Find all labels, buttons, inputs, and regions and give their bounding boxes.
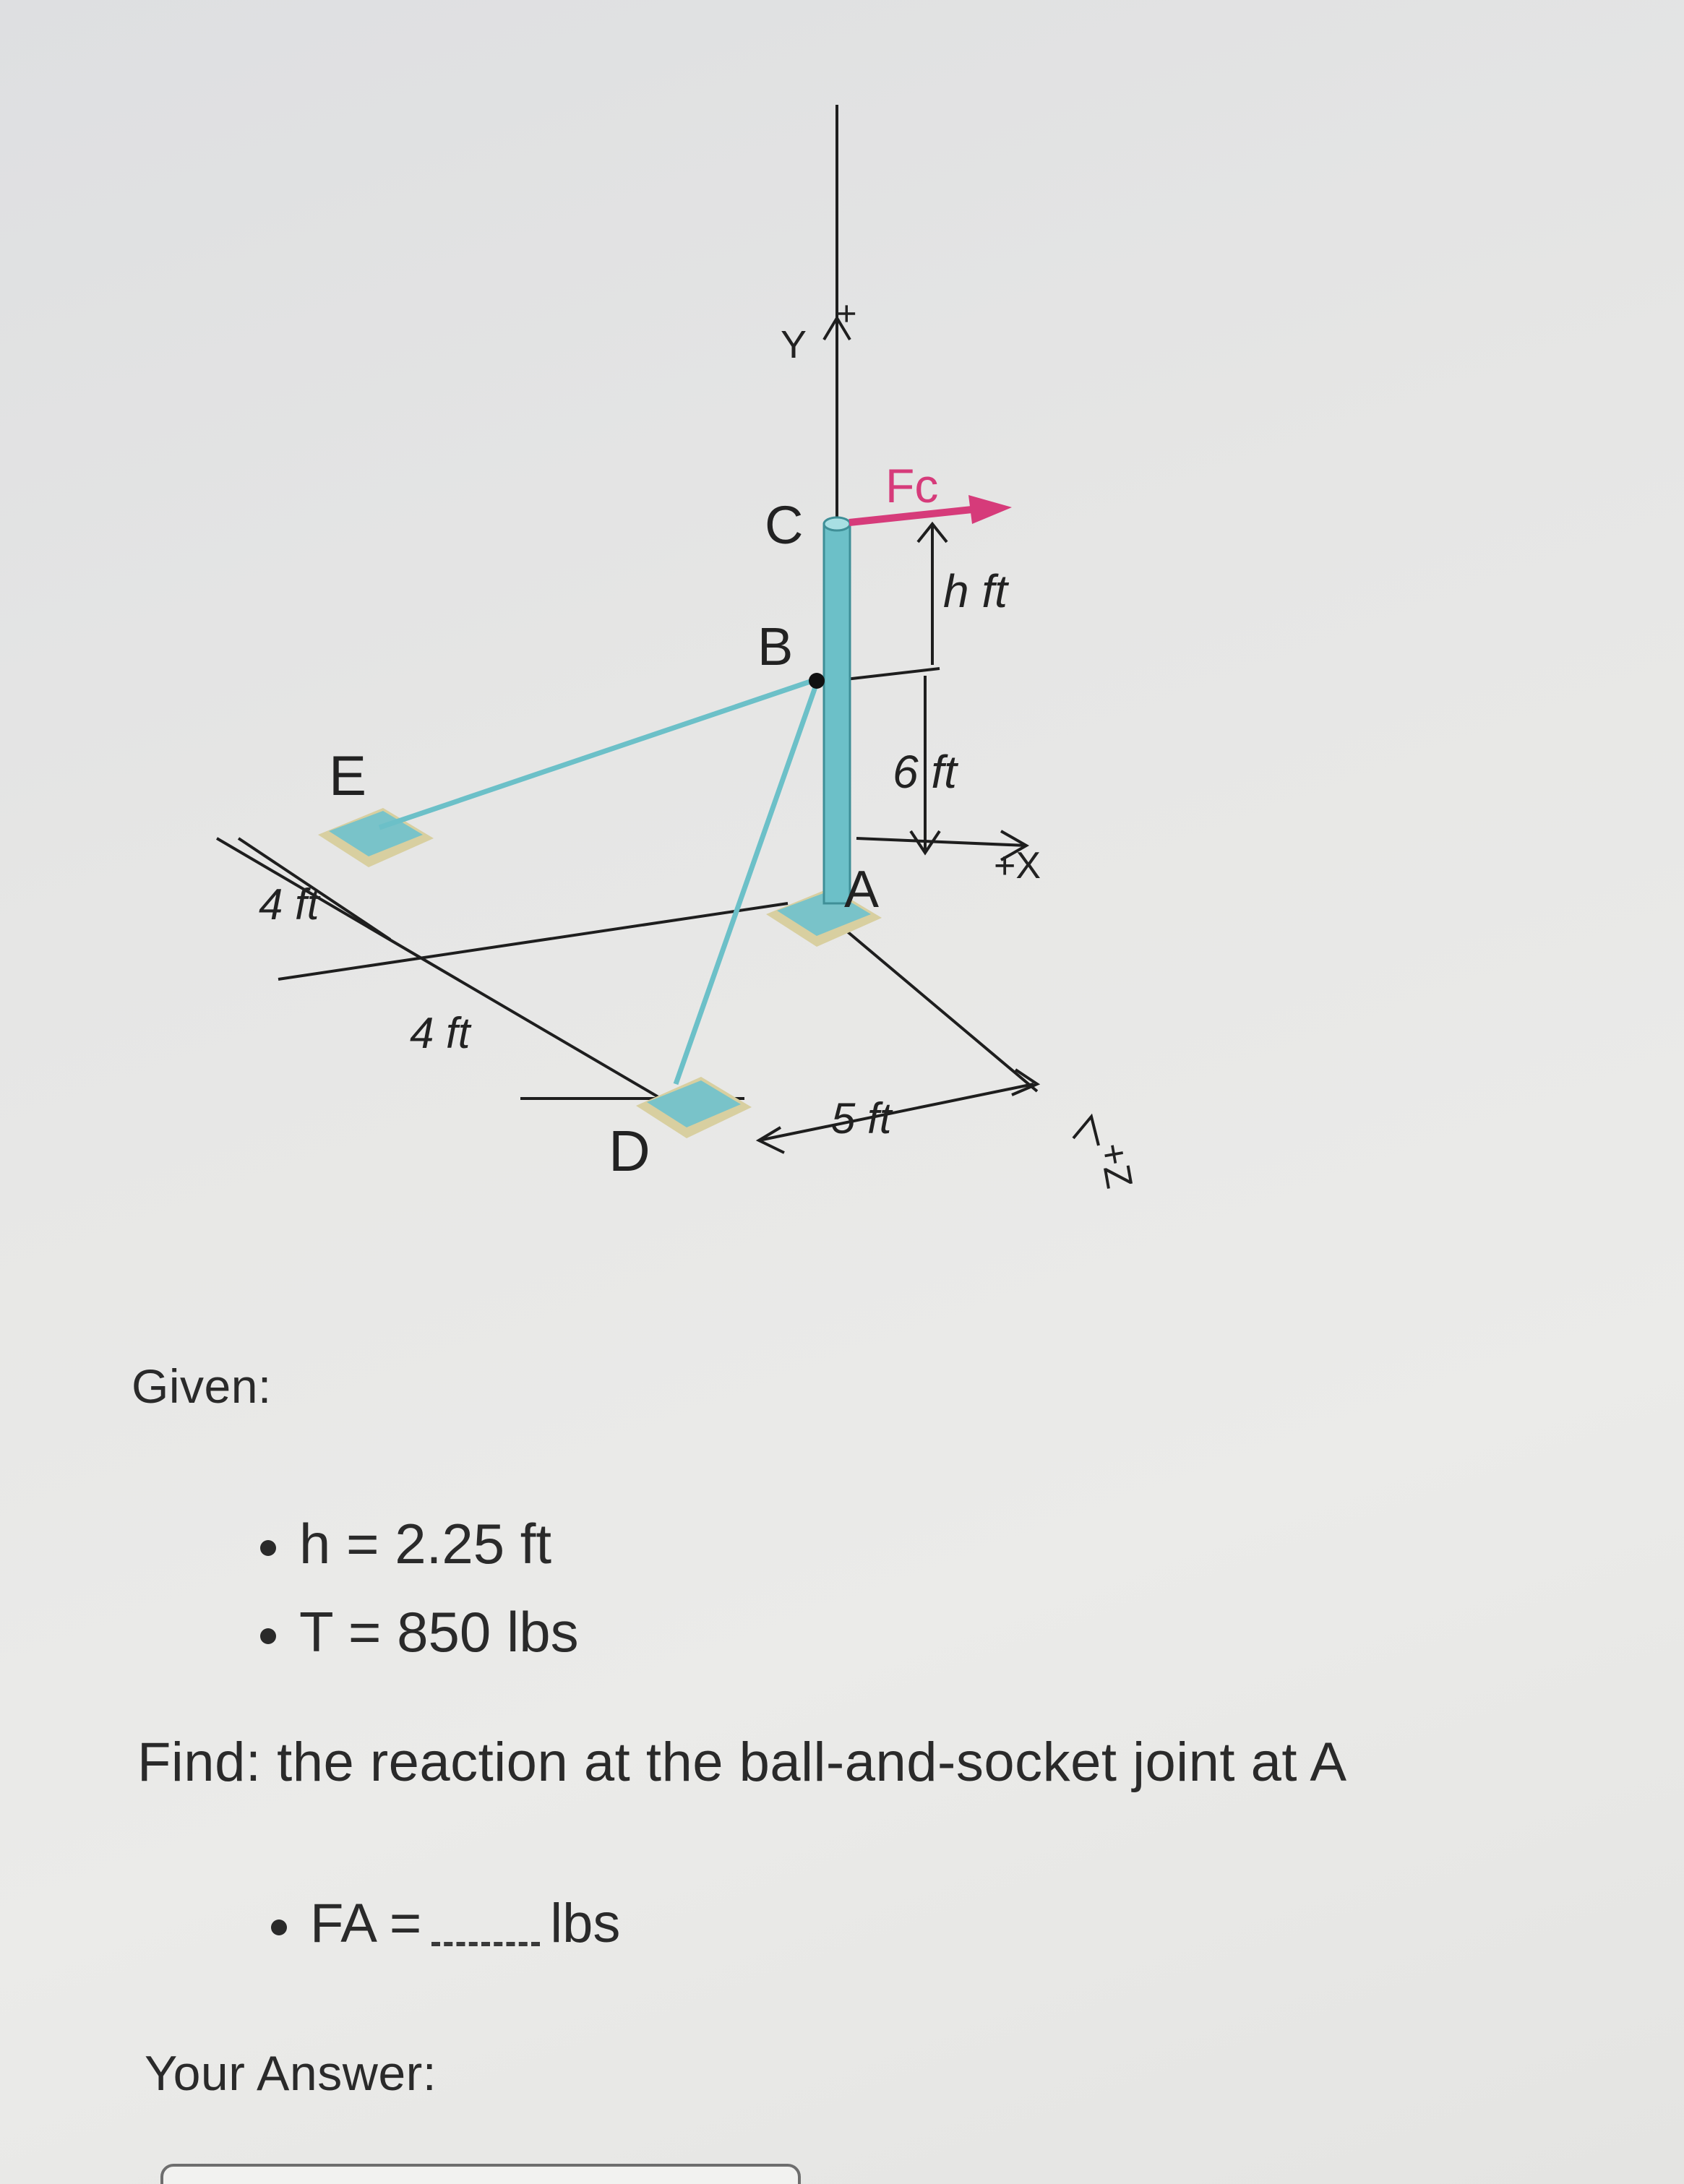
given-item-text: T = 850 lbs: [299, 1600, 579, 1664]
bullet: [271, 1919, 287, 1935]
given-item-h: h = 2.25 ft: [260, 1500, 579, 1588]
line-e-d: [215, 837, 681, 1111]
6ft-arrow-head: [909, 830, 941, 856]
label-e: E: [329, 744, 366, 807]
given-item-t: T = 850 lbs: [260, 1588, 579, 1676]
label-a: A: [844, 861, 879, 919]
bullet: [260, 1540, 276, 1557]
5ft-arrow-left: [755, 1126, 785, 1154]
arrow-heads: [755, 315, 1100, 1154]
h-arrow-head: [916, 521, 948, 543]
your-answer-label: Your Answer:: [145, 2046, 437, 2101]
label-x-axis: +X: [994, 845, 1041, 887]
label-5-ft: 5 ft: [831, 1094, 893, 1143]
y-arrow-head: [822, 315, 851, 341]
ground-lines: [215, 105, 1039, 1142]
fa-unit: lbs: [550, 1893, 621, 1954]
label-d: D: [609, 1119, 650, 1183]
given-list: h = 2.25 ft T = 850 lbs: [260, 1500, 579, 1676]
label-z-axis: +Z: [1091, 1140, 1140, 1191]
x-arrow-head: [1000, 830, 1030, 861]
statics-diagram: Y + C B E A D Fc h ft 6 ft +X +Z 4 ft 4 …: [215, 105, 1140, 1192]
fa-prefix: FA =: [310, 1893, 422, 1954]
given-label: Given:: [132, 1359, 272, 1413]
y-plus-label: +: [827, 304, 865, 324]
label-4-ft-mid: 4 ft: [410, 1009, 472, 1057]
answer-input[interactable]: [160, 2164, 801, 2184]
line-x-axis: [856, 837, 1027, 847]
cable-b-e: [378, 676, 818, 830]
cable-b-d: [673, 682, 820, 1085]
point-b-dot: [809, 673, 825, 689]
y-axis-label: Y: [781, 323, 807, 366]
label-c: C: [765, 495, 803, 555]
fa-blank: [431, 1942, 541, 1946]
line-ground-mid: [278, 902, 789, 981]
line-5ft: [758, 1083, 1034, 1142]
label-6-ft: 6 ft: [893, 746, 958, 798]
line-4ft-left: [237, 837, 392, 941]
label-b: B: [757, 616, 793, 676]
label-4-ft-left: 4 ft: [259, 880, 321, 929]
5ft-arrow-right: [1011, 1068, 1041, 1096]
label-fc: Fc: [885, 459, 938, 512]
fa-answer-row: FA = lbs: [271, 1892, 620, 1955]
pole-ac: [822, 516, 851, 905]
find-statement: Find: the reaction at the ball-and-socke…: [137, 1732, 1347, 1793]
cables: [378, 676, 820, 1085]
base-d: [636, 1077, 752, 1138]
force-fc-arrow: [849, 495, 1012, 526]
line-b-dim: [845, 667, 940, 681]
label-h-ft: h ft: [943, 565, 1009, 617]
z-arrow-head: [1072, 1113, 1100, 1146]
given-item-text: h = 2.25 ft: [299, 1512, 552, 1575]
bullet: [260, 1628, 276, 1645]
